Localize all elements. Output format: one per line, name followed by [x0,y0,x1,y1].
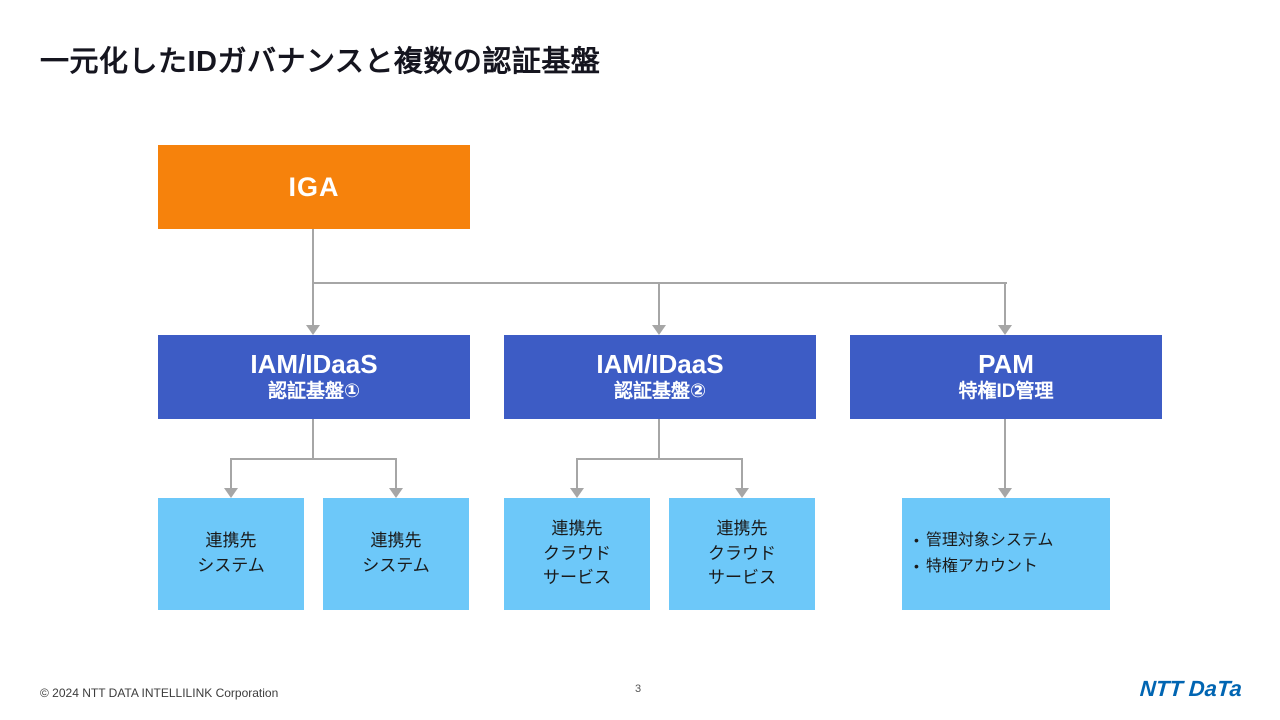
connector-line [230,460,232,488]
connector-arrowhead-down [570,488,584,498]
connector-line [741,460,743,488]
iam-idaas-1-box: IAM/IDaaS 認証基盤① [158,335,470,419]
pam-target-item-2: 特権アカウント [925,558,1038,575]
connector-line [1004,419,1006,488]
connector-line [576,458,743,460]
connector-line [312,229,314,282]
connector-arrowhead-down [224,488,238,498]
connector-arrowhead-down [389,488,403,498]
footer-copyright: © 2024 NTT DATA INTELLILINK Corporation [40,686,279,700]
iam-idaas-2-title: IAM/IDaaS [596,349,724,380]
pam-box: PAM 特権ID管理 [850,335,1162,419]
iam-idaas-1-subtitle: 認証基盤① [267,381,361,403]
list-item: • 特権アカウント [914,556,1053,578]
linked-system-label-1: 連携先 システム [197,531,265,575]
connector-line [312,284,314,327]
pam-target-box: • 管理対象システム • 特権アカウント [902,498,1110,610]
connector-line [312,282,1007,284]
linked-cloud-service-box-2: 連携先 クラウド サービス [669,498,815,610]
connector-arrowhead-down [998,488,1012,498]
connector-arrowhead-down [652,325,666,335]
pam-subtitle: 特権ID管理 [958,381,1054,403]
connector-line [658,284,660,327]
connector-line [1004,284,1006,327]
page-number: 3 [634,683,642,695]
connector-line [658,419,660,458]
connector-arrowhead-down [735,488,749,498]
linked-system-box-2: 連携先 システム [323,498,469,610]
iam-idaas-2-subtitle: 認証基盤② [613,381,707,403]
ntt-data-logo: NTT DaTa [1139,676,1243,701]
iam-idaas-2-box: IAM/IDaaS 認証基盤② [504,335,816,419]
connector-arrowhead-down [998,325,1012,335]
bullet-icon: • [914,531,919,548]
linked-system-label-2: 連携先 システム [362,531,430,575]
linked-cloud-service-box-1: 連携先 クラウド サービス [504,498,650,610]
connector-line [395,460,397,488]
slide-title: 一元化したIDガバナンスと複数の認証基盤 [40,46,601,78]
connector-line [230,458,397,460]
linked-cloud-service-label-1: 連携先 クラウド サービス [543,519,611,588]
linked-system-box-1: 連携先 システム [158,498,304,610]
bullet-icon: • [914,558,919,574]
pam-target-list: • 管理対象システム • 特権アカウント [914,530,1053,579]
list-item: • 管理対象システム [914,530,1053,552]
iga-box: IGA [158,145,470,229]
connector-arrowhead-down [306,325,320,335]
linked-cloud-service-label-2: 連携先 クラウド サービス [708,519,776,588]
iam-idaas-1-title: IAM/IDaaS [250,349,378,380]
connector-line [576,460,578,488]
iga-label: IGA [288,171,340,202]
pam-target-item-1: 管理対象システム [925,531,1054,549]
pam-title: PAM [978,349,1034,380]
connector-line [312,419,314,458]
